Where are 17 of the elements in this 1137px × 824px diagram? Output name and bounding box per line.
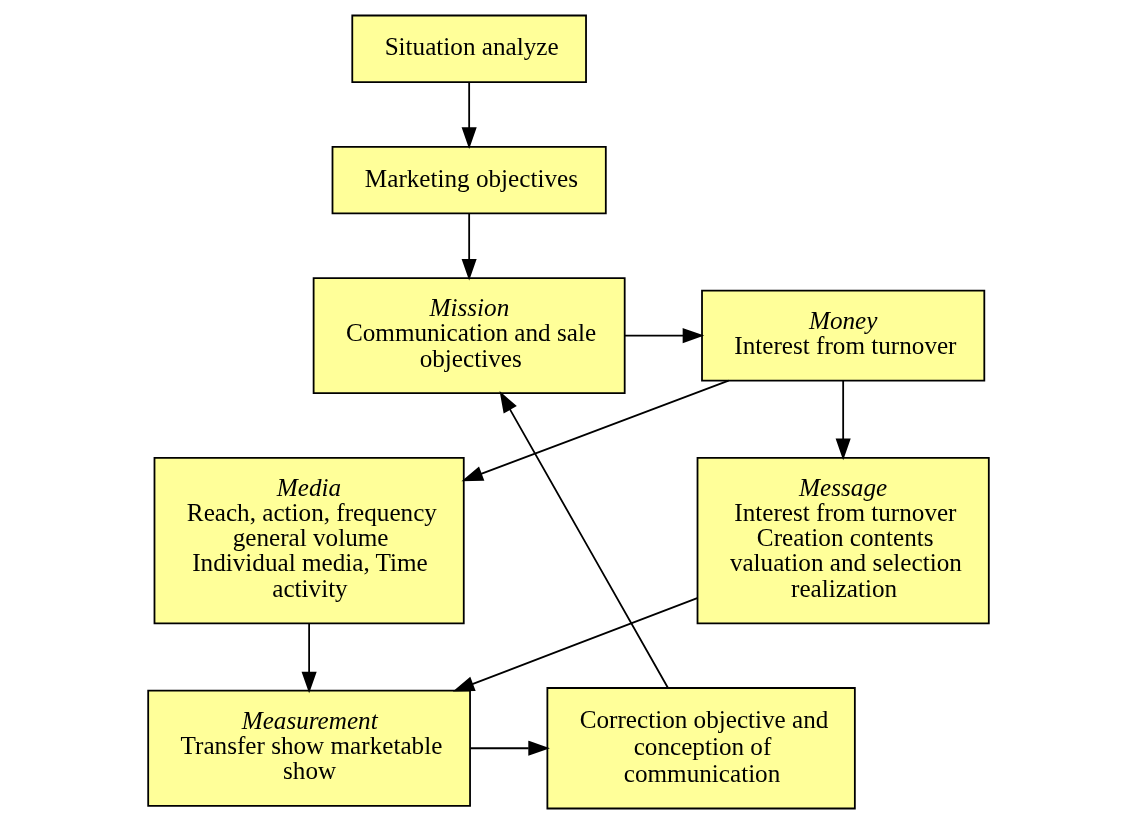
arrow	[499, 391, 669, 689]
arrow	[835, 379, 851, 461]
arrow	[301, 622, 317, 694]
node-box: Mission Communication and sale objectives	[312, 277, 626, 394]
arrow	[623, 328, 705, 344]
node-box: Marketing objectives	[331, 145, 607, 215]
arrow	[461, 212, 477, 281]
node-box: Correction objective and conception of communication	[546, 687, 856, 810]
arrow	[461, 81, 477, 149]
node-box: Media Reach, action, frequency general volume Individual media, Time activity	[153, 456, 465, 625]
node-box: Situation analyze	[351, 14, 587, 83]
node-box: Measurement Transfer show marketable show	[147, 689, 471, 807]
node-box: Money Interest from turnover	[701, 289, 986, 382]
arrow	[461, 379, 730, 482]
arrow	[452, 597, 699, 692]
arrow	[469, 740, 550, 756]
node-box: Message Interest from turnover Creation contents valuation and selection realization	[696, 456, 990, 625]
